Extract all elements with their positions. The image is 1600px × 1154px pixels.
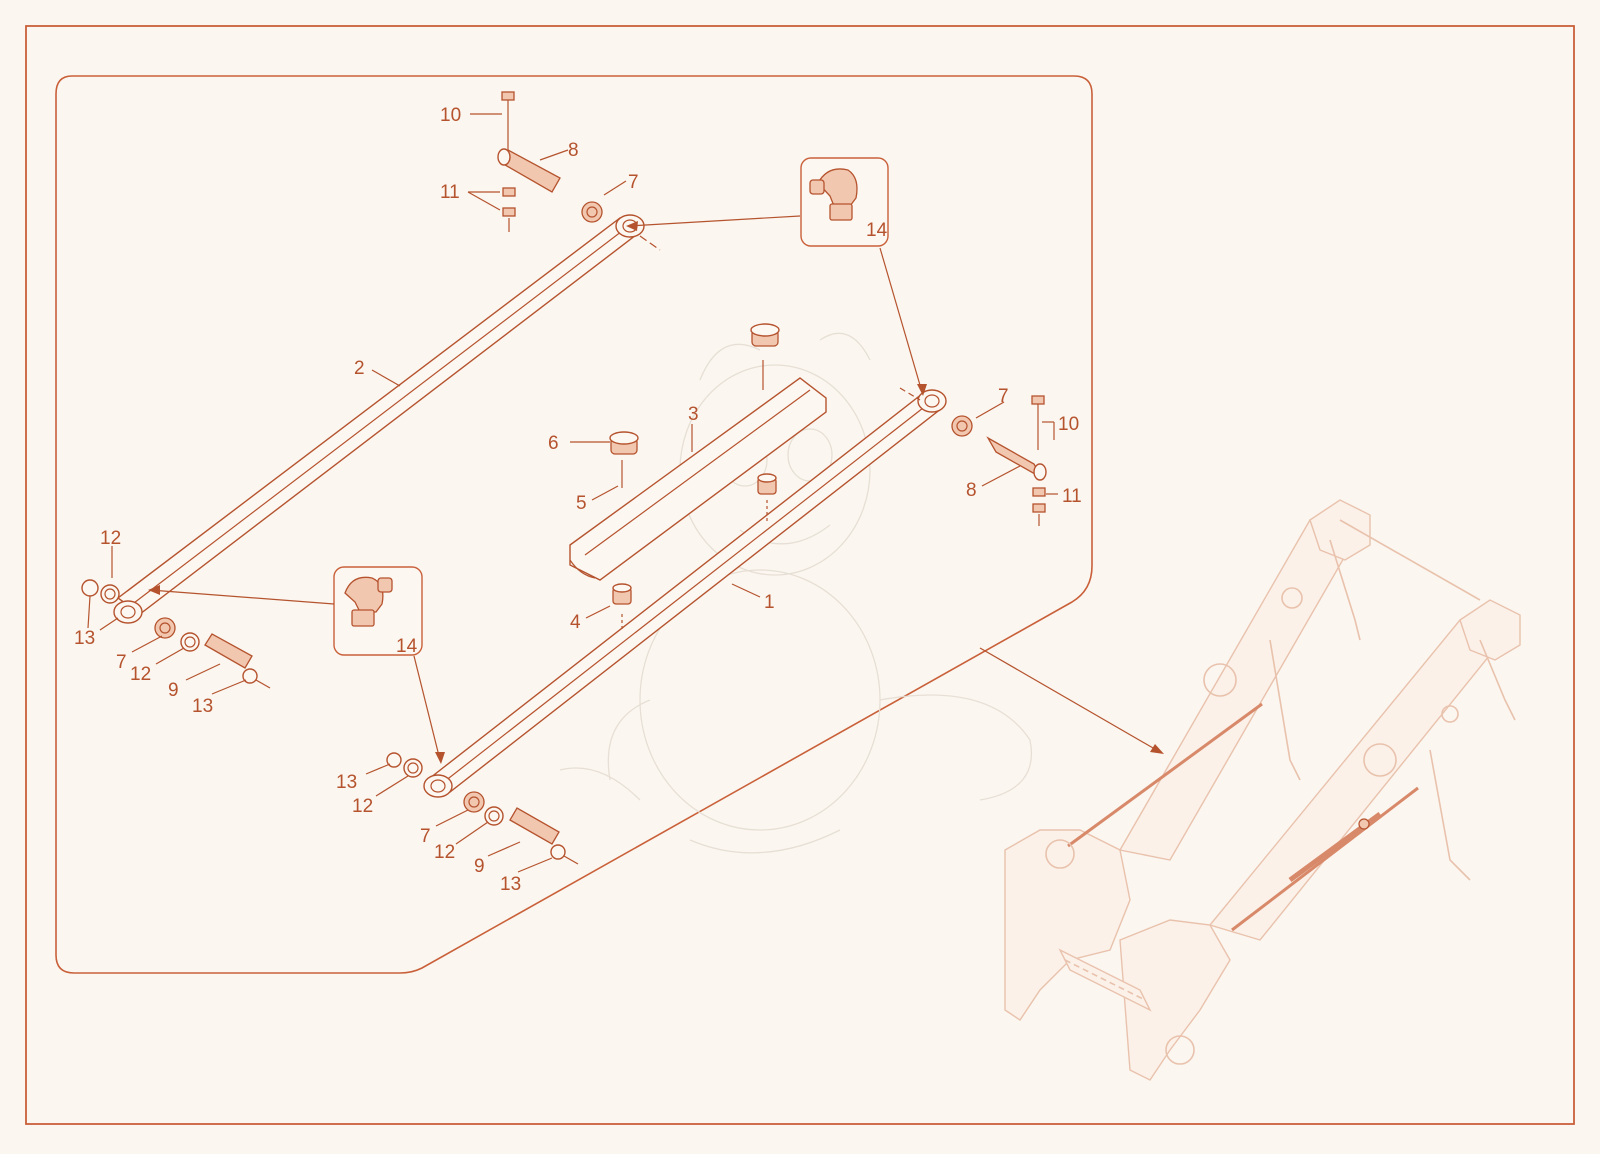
callout-12-lower: 12 [352, 796, 373, 817]
callout-8-right: 8 [966, 480, 977, 501]
callout-9-lower: 9 [474, 856, 485, 877]
callout-13-lower-b: 13 [500, 874, 521, 895]
callout-5: 5 [576, 493, 587, 514]
callout-7-left: 7 [116, 652, 127, 673]
detail-box-14-lower [333, 566, 423, 656]
callout-13-lower: 13 [336, 772, 357, 793]
callout-12-left: 12 [130, 664, 151, 685]
elbow-grease-fitting-icon [809, 168, 858, 221]
callout-2: 2 [354, 358, 365, 379]
elbow-grease-fitting-icon [344, 576, 393, 627]
callout-7-top: 7 [628, 172, 639, 193]
callout-3: 3 [688, 404, 699, 425]
callout-11-right: 11 [1062, 486, 1082, 507]
outer-frame [25, 25, 1575, 1125]
callout-1: 1 [764, 592, 775, 613]
bushing-part-4-lower [612, 583, 632, 632]
right-pin-assembly [951, 395, 1047, 526]
callout-13-left-bottom: 13 [192, 696, 213, 717]
callout-9-left: 9 [168, 680, 179, 701]
upper-link-bar [99, 214, 661, 631]
lower-pin-assembly [386, 752, 579, 865]
callout-12-left-top: 12 [100, 528, 121, 549]
callout-12-lower-b: 12 [434, 842, 455, 863]
detail-panel-outline [55, 75, 1093, 974]
left-pin-assembly [81, 579, 271, 689]
callout-13-left: 13 [74, 628, 95, 649]
top-pin-assembly [497, 91, 603, 232]
grease-cap-part-6-top [750, 323, 780, 390]
bushing-part-4-upper [757, 473, 777, 522]
callout-7-lower: 7 [420, 826, 431, 847]
callout-10-top: 10 [440, 105, 461, 126]
callout-leaders [87, 113, 1058, 873]
detail-14-leaders [148, 215, 927, 764]
callout-4: 4 [570, 612, 581, 633]
loader-frame-overview [1004, 499, 1521, 1081]
callout-14-upper: 14 [866, 220, 888, 241]
detail-box-14-upper [800, 157, 889, 247]
callout-7-right: 7 [998, 386, 1009, 407]
callout-numbers: 10 8 7 11 2 3 6 5 4 1 14 14 7 10 8 11 12… [74, 105, 1082, 895]
grease-cap-part-6-left [609, 431, 639, 488]
callout-10-right: 10 [1058, 414, 1079, 435]
callout-11-top: 11 [440, 182, 460, 203]
callout-14-lower: 14 [396, 636, 418, 657]
callout-8-top: 8 [568, 140, 579, 161]
callout-6: 6 [548, 433, 559, 454]
lower-link-bar [423, 387, 947, 798]
channel-bracket [569, 377, 827, 581]
location-pointer [979, 647, 1164, 754]
